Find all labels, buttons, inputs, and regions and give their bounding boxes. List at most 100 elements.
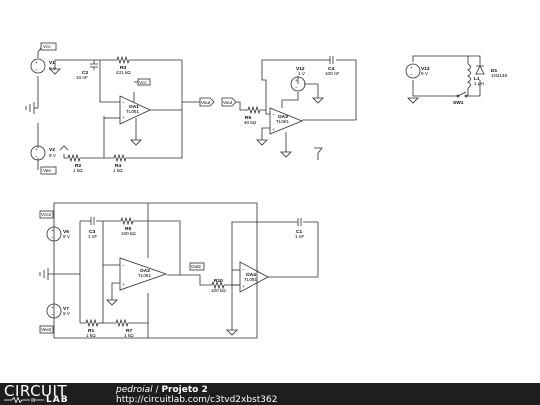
vout-tag: Vout [199,97,215,107]
resistor-r2[interactable]: R2 1 kΩ [67,153,83,173]
circuitlab-logo[interactable]: CIRCUIT LAB [4,384,90,405]
svg-text:V7: V7 [63,306,69,312]
opamp-oa3[interactable]: − + OA3 TL081 [269,107,304,135]
svg-text:9 V: 9 V [421,71,429,76]
capacitor-c3[interactable]: C3 1 nF [88,217,97,239]
svg-text:C1: C1 [296,229,302,235]
svg-text:D1: D1 [491,68,497,74]
opamp-oa1[interactable]: − + OA1 TL081 [119,95,151,125]
svg-text:−: − [410,72,413,77]
svg-text:−: − [51,312,54,317]
svg-text:V12: V12 [296,66,305,72]
resistor-r7[interactable]: R7 1 kΩ [115,318,134,338]
svg-text:TL081: TL081 [126,109,139,114]
svg-text:9 V: 9 V [63,311,71,316]
svg-text:TL081: TL081 [244,277,257,282]
svg-text:+: + [272,127,275,132]
resistor-r10[interactable]: R10 100 kΩ [211,278,226,293]
resistor-r5[interactable]: R5 40 kΩ [244,105,261,125]
svg-text:−: − [35,67,38,72]
project-title: Projeto 2 [161,385,208,395]
project-url[interactable]: http://circuitlab.com/c3tvd2xbst362 [116,395,278,405]
vee-arrow [59,145,69,151]
ground-1 [25,102,35,114]
svg-text:Vee: Vee [43,168,51,173]
svg-text:−: − [35,154,38,159]
svg-text:Vout: Vout [201,100,211,105]
svg-text:Vcc2: Vcc2 [41,212,52,217]
logo-wire-icon [4,397,44,403]
svg-text:OA1: OA1 [129,104,139,110]
ground-c4c [226,329,238,336]
resistor-r1[interactable]: R1 1 kΩ [85,318,99,338]
svg-text:+: + [35,147,38,152]
svg-text:L1: L1 [474,76,480,82]
ground-c2 [49,68,61,75]
svg-text:1N4148: 1N4148 [491,73,508,78]
source-v7[interactable]: + − V7 9 V [46,303,71,319]
svg-text:Vout: Vout [223,100,233,105]
svg-text:−: − [122,100,125,105]
ground-c3 [407,97,419,104]
v1-value: 9 V [49,66,57,71]
source-v6[interactable]: +− V6 9 V [46,226,71,242]
svg-text:SW1: SW1 [453,100,464,106]
vee2-tag: Vee2 [39,325,54,334]
vee-tag: Vee [40,166,57,175]
circuit-3: +− V13 9 V L1 1 µH D1 1N4148 SW1 [405,55,508,106]
svg-text:R1: R1 [88,328,94,334]
svg-text:C4: C4 [328,66,334,72]
opamp-oa4[interactable]: − + OA4 TL081 [239,261,269,293]
svg-text:Vcc: Vcc [139,80,147,85]
svg-text:1 kΩ: 1 kΩ [73,168,83,173]
author-link[interactable]: pedroial [116,385,153,395]
separator: / [152,385,162,395]
source-v1[interactable]: +− V1 9 V [30,58,57,74]
capacitor-c4[interactable]: C4 100 nF [325,56,339,76]
svg-text:+: + [242,284,245,289]
svg-text:+: + [295,78,298,83]
source-v2[interactable]: +− V2 9 V [30,145,57,161]
svg-text:Vcc: Vcc [43,44,51,49]
ground-c4b [106,299,118,306]
author-title-line: pedroial / Projeto 2 [116,385,208,395]
svg-text:1 nF: 1 nF [88,234,97,239]
circuit-1: +− V1 9 V +− V2 9 V Vcc Vee C2 10 nF R3 … [25,42,215,175]
resistor-r4[interactable]: R4 1 kΩ [113,153,127,173]
circuit-4: +− V6 9 V + − V7 9 V Vcc2 Vee2 C3 1 nF R6… [39,202,319,339]
svg-text:R7: R7 [126,328,132,334]
svg-text:+: + [51,305,54,310]
diode-d1[interactable]: D1 1N4148 [475,65,508,78]
svg-text:100 kΩ: 100 kΩ [121,231,136,236]
ground-c2a [256,139,268,146]
svg-text:OA4: OA4 [246,272,256,278]
ground-c2d [314,147,323,160]
svg-text:100 kΩ: 100 kΩ [211,288,226,293]
capacitor-c1[interactable]: C1 1 nF [295,218,304,239]
svg-text:R3: R3 [120,65,126,71]
svg-text:R2: R2 [75,163,81,169]
resistor-r6[interactable]: R6 100 kΩ [120,216,136,236]
svg-text:40 kΩ: 40 kΩ [244,120,257,125]
svg-text:−: − [242,267,245,272]
source-v12[interactable]: +− V12 1 V [290,66,306,92]
vcc-tag: Vcc [37,42,57,53]
svg-text:−: − [51,235,54,240]
inductor-l1[interactable]: L1 1 µH [467,63,484,89]
source-v13[interactable]: +− V13 9 V [405,63,430,79]
resistor-r3[interactable]: R3 431 kΩ [116,55,131,75]
capacitor-c2[interactable]: C2 10 nF [76,63,98,80]
circuit-2: +− V12 1 V C4 100 nF Vout R5 40 kΩ − + O… [221,56,357,160]
svg-text:431 kΩ: 431 kΩ [116,70,131,75]
svg-text:V6: V6 [63,229,69,235]
svg-text:TL081: TL081 [276,119,289,124]
opamp1-vcc-tag: Vcc [137,78,151,86]
svg-text:R10: R10 [214,278,223,284]
svg-text:Out2: Out2 [191,264,201,269]
svg-text:+: + [122,282,125,287]
switch-sw1[interactable]: SW1 [453,91,468,106]
opamp-oa2[interactable]: − + OA2 TL081 [119,257,168,291]
vout-in-tag: Vout [221,97,237,107]
svg-text:−: − [272,112,275,117]
svg-text:+: + [410,65,413,70]
